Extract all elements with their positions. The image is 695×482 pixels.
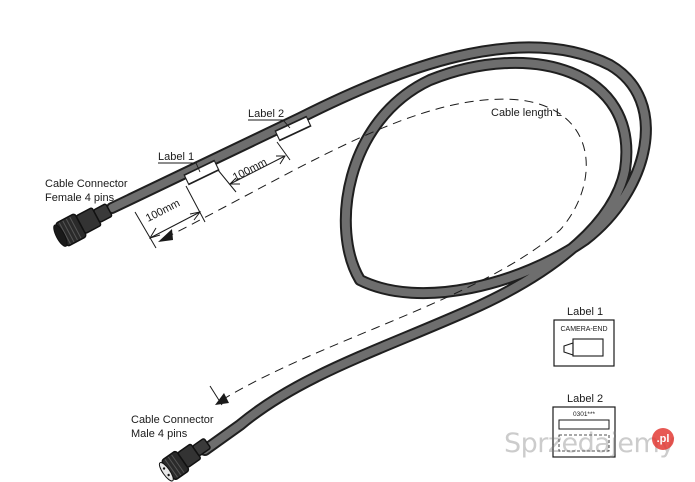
dim2-text: 100mm bbox=[231, 156, 269, 183]
label2-callout: Label 2 bbox=[248, 108, 284, 120]
legend2-text: 0301*** bbox=[573, 411, 596, 418]
watermark-text: Sprzedajemy bbox=[504, 428, 675, 459]
cable-length-dash bbox=[164, 98, 587, 401]
legend1-title: Label 1 bbox=[567, 306, 603, 318]
female-connector bbox=[53, 203, 113, 247]
label1-callout: Label 1 bbox=[158, 151, 194, 163]
legend2-barcode-area bbox=[558, 434, 610, 452]
male-connector bbox=[158, 438, 211, 482]
legend2-title: Label 2 bbox=[567, 393, 603, 405]
dimension-100mm-2 bbox=[217, 141, 291, 193]
cable-length-arrows bbox=[158, 229, 229, 405]
legend1-text: CAMERA-END bbox=[560, 326, 607, 333]
cable-length-text: Cable length L bbox=[491, 107, 562, 119]
label-leaders bbox=[158, 119, 291, 173]
male-dim-tick bbox=[209, 385, 223, 406]
male-connector-line1: Cable Connector bbox=[131, 414, 214, 426]
legend1-box: CAMERA-END bbox=[553, 319, 615, 367]
label2-sleeve bbox=[274, 115, 312, 142]
label1-sleeve bbox=[183, 159, 220, 186]
legend2-box: 0301*** bbox=[552, 406, 616, 458]
cable bbox=[106, 41, 652, 456]
male-connector-line2: Male 4 pins bbox=[131, 428, 188, 440]
camera-icon bbox=[563, 338, 604, 357]
legend2-field bbox=[558, 419, 610, 430]
female-connector-line2: Female 4 pins bbox=[45, 192, 115, 204]
dim1-text: 100mm bbox=[144, 197, 182, 224]
dimension-100mm-1 bbox=[134, 185, 206, 249]
watermark-badge: .pl bbox=[652, 428, 674, 450]
female-connector-line1: Cable Connector bbox=[45, 178, 128, 190]
